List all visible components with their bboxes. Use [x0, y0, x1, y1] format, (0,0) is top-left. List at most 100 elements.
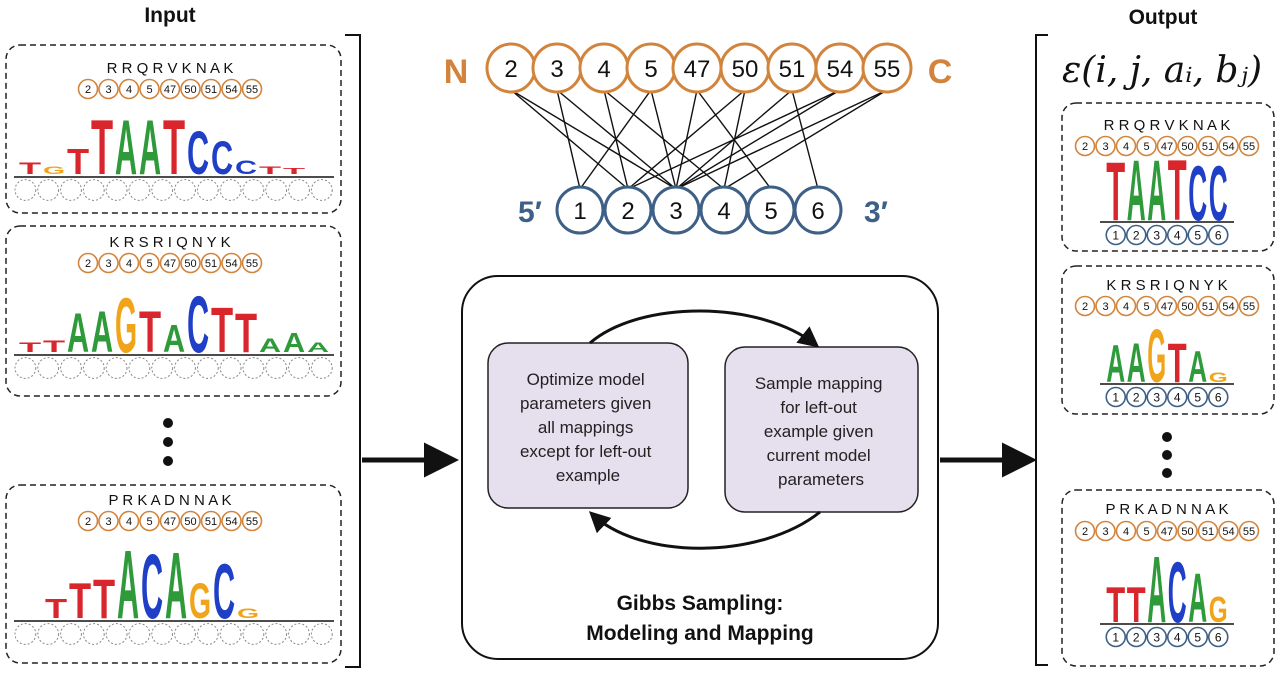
- protein-residue-label: 3: [550, 56, 563, 83]
- position-label: 54: [225, 258, 237, 270]
- logo-letter-group: T: [283, 167, 306, 176]
- output-dna-label: 1: [1112, 391, 1119, 405]
- position-circle: [1238, 295, 1260, 317]
- contact-edge-16: [675, 89, 841, 190]
- output-dna-label: 6: [1215, 631, 1222, 645]
- logo-letter-group: T: [45, 594, 67, 625]
- contact-edge-11: [627, 89, 746, 190]
- logo-letter-group: A: [283, 328, 305, 359]
- logo-letter-group: T: [259, 164, 281, 176]
- logo-letter: T: [93, 569, 115, 631]
- position-circle: [1156, 295, 1178, 317]
- position-circle: [77, 78, 99, 100]
- output-dna-label: 3: [1153, 391, 1160, 405]
- contact-edges: [510, 89, 888, 190]
- position-circle: [1177, 520, 1198, 542]
- contact-edge-18: [723, 89, 888, 190]
- logo-letter: A: [1188, 561, 1207, 638]
- empty-position-circle: [288, 357, 310, 379]
- position-circle: [1074, 295, 1096, 317]
- contact-edge-1: [510, 89, 629, 190]
- position-circle: [118, 510, 140, 532]
- position-label: 47: [1161, 526, 1173, 538]
- input-ellipsis: [163, 418, 173, 466]
- empty-position-circle: [196, 179, 219, 201]
- output-dna-label: 4: [1174, 391, 1181, 405]
- position-label: 55: [246, 516, 258, 528]
- position-circle: [139, 510, 160, 532]
- position-circle: [1197, 135, 1219, 157]
- empty-position-circle: [60, 623, 82, 645]
- input-title: Input: [144, 4, 195, 27]
- position-label: 3: [1102, 526, 1108, 538]
- empty-position-circle: [105, 357, 128, 379]
- empty-position-circle: [82, 623, 105, 645]
- input-panel-3-sequence: P R K A D N N A K: [108, 492, 231, 509]
- dna-base-label: 5: [764, 198, 777, 225]
- logo-letter: T: [1106, 577, 1125, 633]
- logo-letter: A: [283, 328, 305, 359]
- logo-letter: C: [235, 157, 257, 179]
- input-panel-1-sequence: R R Q R V K N A K: [107, 60, 234, 77]
- output-dna-circle: [1146, 224, 1168, 246]
- protein-residue-label: 54: [827, 56, 854, 83]
- logo-letter-group: T: [139, 300, 161, 365]
- output-dna-label: 2: [1133, 229, 1140, 243]
- protein-residue-label: 50: [732, 56, 759, 83]
- position-label: 55: [246, 84, 258, 96]
- logo-letter-group: A: [67, 303, 89, 365]
- logo-letter-group: C: [141, 535, 163, 637]
- n-terminus-label: N: [444, 53, 469, 91]
- position-circle: [1115, 520, 1137, 542]
- position-label: 5: [146, 516, 152, 528]
- position-circle: [221, 510, 242, 532]
- logo-letter: T: [211, 296, 233, 367]
- empty-position-circle: [288, 623, 310, 645]
- position-circle: [98, 252, 119, 274]
- position-label: 51: [1202, 301, 1214, 313]
- empty-position-circle: [219, 623, 242, 645]
- output-dna-label: 1: [1112, 229, 1119, 243]
- output-dna-circle: [1105, 224, 1127, 246]
- output-dna-circle: [1187, 386, 1209, 408]
- position-circle: [1218, 135, 1239, 157]
- empty-position-circle: [14, 623, 37, 645]
- position-label: 3: [1102, 141, 1108, 153]
- position-circle: [200, 252, 222, 274]
- logo-letter-group: C: [213, 549, 235, 636]
- empty-position-circle: [128, 357, 151, 379]
- logo-letter-group: A: [115, 105, 137, 192]
- position-label: 51: [1202, 526, 1214, 538]
- logo-letter: T: [91, 105, 113, 192]
- logo-letter-group: T: [69, 573, 91, 629]
- position-label: 4: [1123, 301, 1129, 313]
- logo-letter: A: [1188, 342, 1207, 391]
- input-panel-3-frame: [5, 484, 342, 664]
- dna-base-circle: [793, 185, 843, 235]
- logo-letter: A: [1147, 143, 1166, 239]
- output-panel-1-sequence: R R Q R V K N A K: [1104, 117, 1231, 134]
- logo-letter-group: C: [211, 132, 233, 185]
- position-label: 55: [1243, 301, 1255, 313]
- position-label: 50: [184, 84, 196, 96]
- optimize-step-text: Optimize model parameters given all mapp…: [520, 370, 656, 485]
- position-label: 2: [85, 84, 91, 96]
- position-circle: [1095, 295, 1116, 317]
- logo-letter-group: C: [1188, 151, 1207, 238]
- logo-letter: A: [117, 530, 139, 639]
- position-circle: [1074, 135, 1096, 157]
- input-bracket: [345, 34, 361, 668]
- position-circle: [98, 78, 119, 100]
- logo-letter-group: G: [43, 164, 65, 176]
- three-prime-label: 3′: [864, 196, 888, 229]
- c-terminus-label: C: [928, 53, 953, 91]
- empty-position-circle: [82, 357, 105, 379]
- position-circle: [200, 510, 222, 532]
- position-circle: [1095, 520, 1116, 542]
